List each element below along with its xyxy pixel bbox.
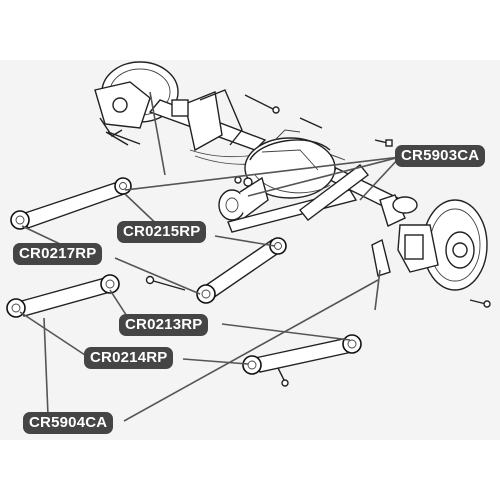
callout-cr0214rp: CR0214RP xyxy=(84,347,174,369)
middle-control-arm xyxy=(196,237,287,304)
callout-cr0215rp: CR0215RP xyxy=(117,221,207,243)
callout-cr0213rp: CR0213RP xyxy=(119,314,209,336)
right-brake-assembly xyxy=(371,194,491,308)
hardware-bolts xyxy=(105,94,393,387)
callout-cr5903ca: CR5903CA xyxy=(395,145,486,167)
track-bar xyxy=(227,164,369,233)
callout-cr0217rp: CR0217RP xyxy=(13,243,103,265)
differential xyxy=(218,129,336,221)
callout-cr5904ca: CR5904CA xyxy=(23,412,114,434)
lower-right-control-arm xyxy=(242,334,362,375)
